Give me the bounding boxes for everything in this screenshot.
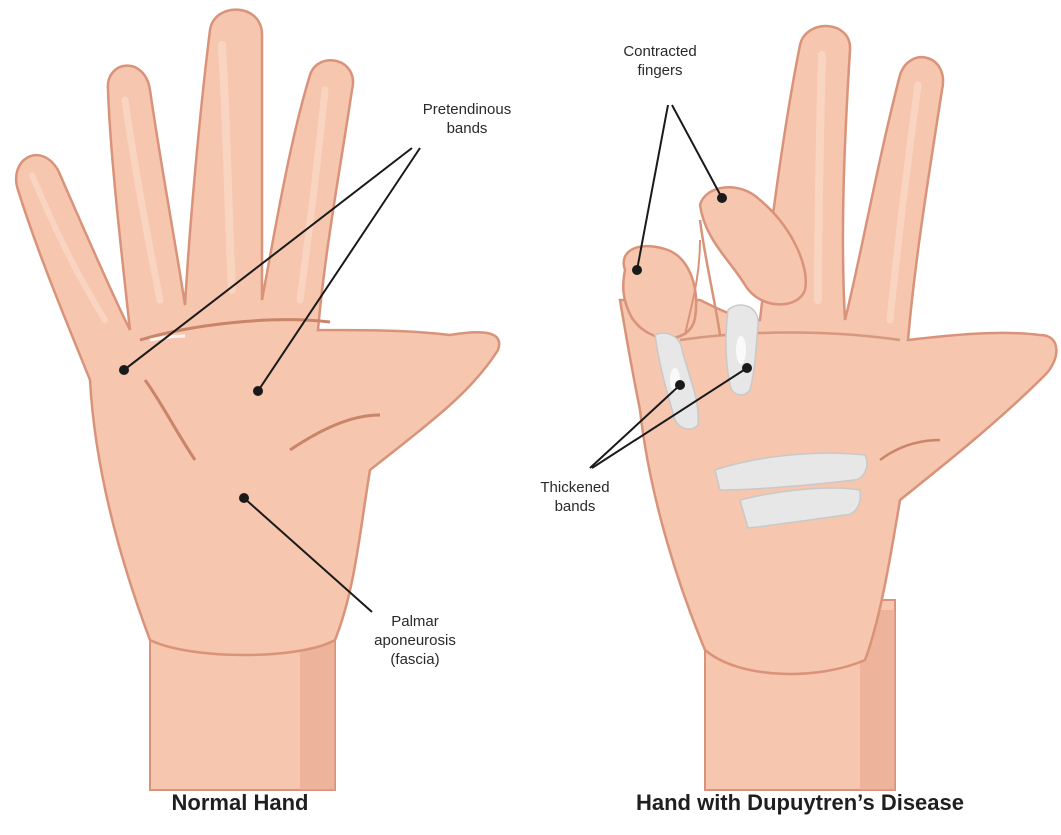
pretendinous-dot-2 [253, 386, 263, 396]
contracted-fingers-label: Contracted fingers [590, 42, 730, 80]
contracted-dot-2 [717, 193, 727, 203]
thickened-dot-2 [742, 363, 752, 373]
thickened-bands-label: Thickened bands [505, 478, 645, 516]
normal-hand-caption: Normal Hand [110, 790, 370, 816]
contracted-dot-1 [632, 265, 642, 275]
pretendinous-dot-1 [119, 365, 129, 375]
dupuytren-caption: Hand with Dupuytren’s Disease [590, 790, 1010, 816]
palmar-dot [239, 493, 249, 503]
thickened-dot-1 [675, 380, 685, 390]
pretendinous-bands-label: Pretendinous bands [392, 100, 542, 138]
dupuytren-hand-illustration [590, 26, 1056, 790]
disease-hand-silhouette [620, 26, 1056, 674]
contracted-leader-2 [672, 105, 722, 198]
palmar-aponeurosis-label: Palmar aponeurosis (fascia) [350, 612, 480, 669]
